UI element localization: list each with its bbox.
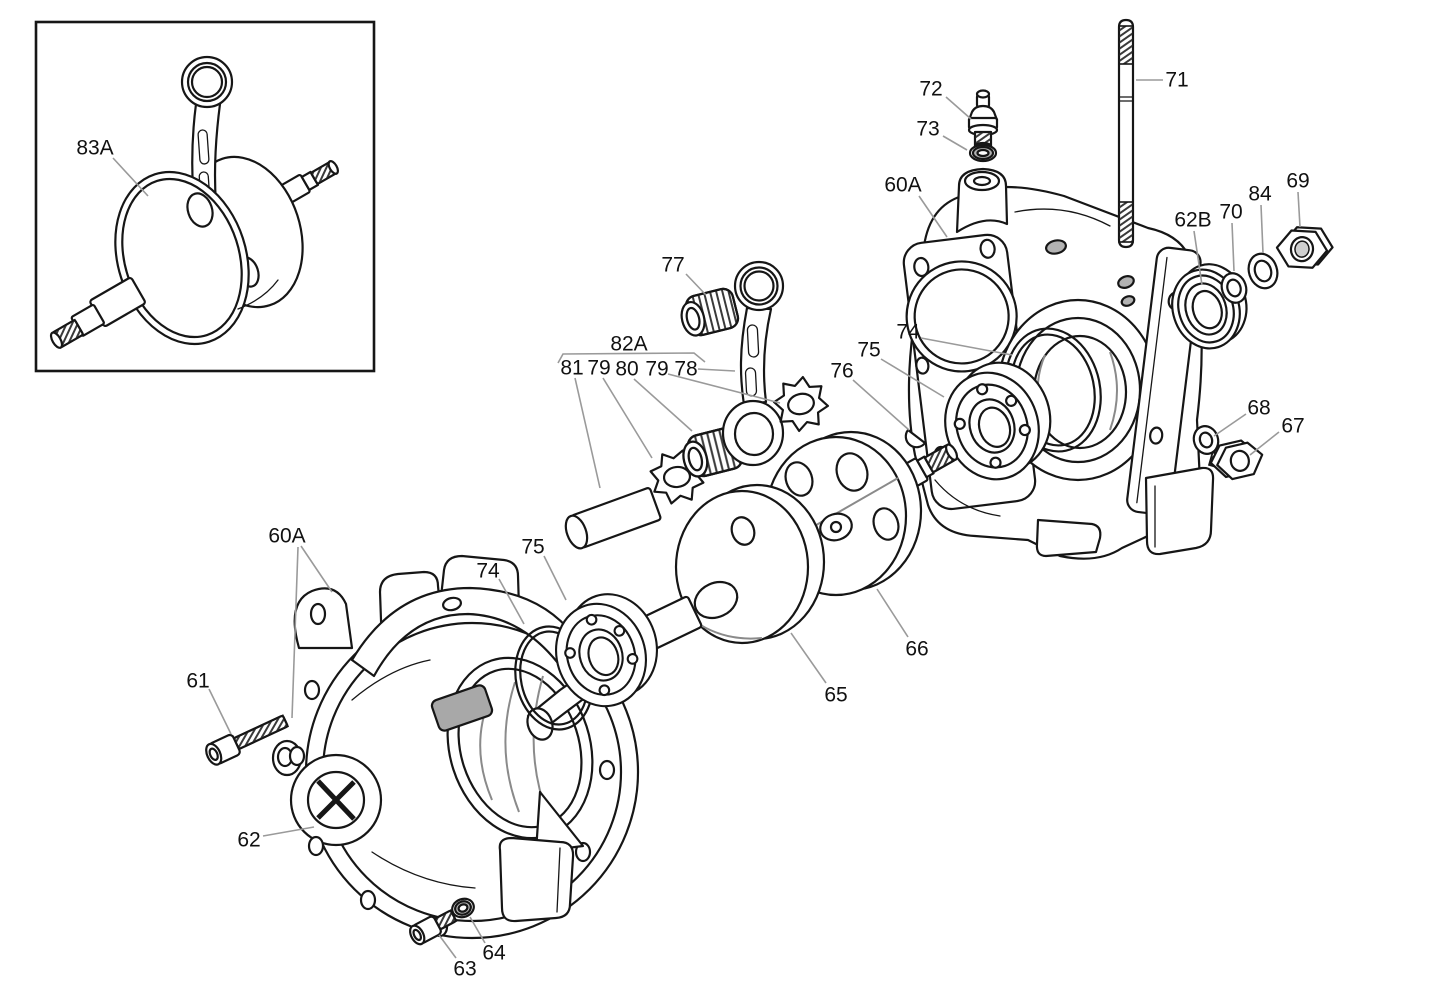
vent-fitting-72 [967,89,999,151]
leader-line-60A-left [291,546,299,719]
leader-line-69 [1297,191,1301,228]
callout-label-64: 64 [482,942,506,965]
leader-line-83A [112,157,149,197]
leader-line-60A-right [918,195,948,238]
leader-line-60A-left [300,545,333,593]
oil-seal-62b [1171,263,1248,350]
leader-line-75-right [880,358,945,398]
reed-slot [430,684,494,732]
leader-line-67 [1249,431,1280,456]
washer-64 [451,897,475,919]
callout-label-62B: 62B [1174,209,1211,232]
callout-label-79b: 79 [645,358,668,381]
bolt-63 [409,909,458,946]
leader-line-74-left [498,578,525,625]
connecting-rod-78 [721,260,785,467]
woodruff-key-76 [904,428,927,449]
callout-label-66: 66 [905,638,928,661]
leader-line-64 [469,916,486,944]
leader-line-74-right [920,337,1013,356]
washer-84 [1247,252,1279,290]
bracket-82A [557,352,706,364]
callout-label-75-left: 75 [521,536,544,559]
callout-label-84: 84 [1248,183,1272,206]
leader-line-66 [876,588,909,638]
callout-label-70: 70 [1219,201,1242,224]
callout-label-79a: 79 [587,357,610,380]
washer-68 [1192,425,1220,455]
leader-line-79a [602,377,653,459]
lock-nut-69 [1275,226,1334,269]
leader-line-80 [633,378,693,432]
drain-plug-67 [1207,439,1264,481]
callout-label-78: 78 [674,358,697,381]
right-crankcase-half [902,167,1215,560]
leader-line-68 [1213,413,1247,437]
callout-label-80: 80 [615,358,638,381]
callout-label-81: 81 [560,357,583,380]
leader-line-73 [942,135,968,151]
leader-line-79b [667,373,781,404]
leader-line-63 [438,934,457,959]
callout-label-65: 65 [824,684,847,707]
leader-line-77 [685,273,707,296]
callout-label-71: 71 [1165,69,1188,92]
stud-71 [1117,18,1135,249]
oil-seal-62 [289,753,383,847]
callout-label-74-right: 74 [896,321,920,344]
mount-foot-left [1035,518,1102,558]
callout-label-67: 67 [1281,415,1304,438]
callout-label-82A: 82A [610,333,647,356]
leader-line-78 [697,368,736,372]
callout-label-72: 72 [919,78,942,101]
inset-box [34,20,376,373]
callout-label-63: 63 [453,958,476,981]
callout-label-77: 77 [661,254,684,277]
callout-label-73: 73 [916,118,939,141]
callout-label-62: 62 [237,829,260,852]
callout-label-60A-left: 60A [268,525,305,548]
callout-label-75-right: 75 [857,339,880,362]
leader-line-65 [790,632,827,684]
leader-line-70 [1231,222,1235,272]
leader-line-62 [262,826,315,837]
small-end-bearing-77 [675,285,742,341]
leader-line-75-left [543,555,567,601]
washer-73 [968,143,998,163]
callout-label-68: 68 [1247,397,1270,420]
piston-pin-81 [564,487,662,550]
leader-line-76 [852,379,910,431]
case-bolt-61 [205,714,290,766]
callout-label-76: 76 [830,360,853,383]
crankshaft-assembly-83a [49,55,339,349]
callout-label-61: 61 [186,670,209,693]
leader-line-62B [1193,230,1203,286]
callout-label-69: 69 [1286,170,1309,193]
left-crankcase-half [271,554,640,940]
callout-label-74-left: 74 [476,560,500,583]
mount-foot-right [1144,466,1215,556]
leader-line-81 [574,377,601,489]
leader-line-61 [208,688,232,735]
leader-line-84 [1260,204,1264,254]
washer-70 [1220,272,1248,304]
callout-label-60A-right: 60A [884,174,921,197]
bottom-bracket [498,836,575,923]
leader-line-72 [945,96,972,120]
callout-label-83A: 83A [76,137,113,160]
flywheel-65 [674,483,826,645]
